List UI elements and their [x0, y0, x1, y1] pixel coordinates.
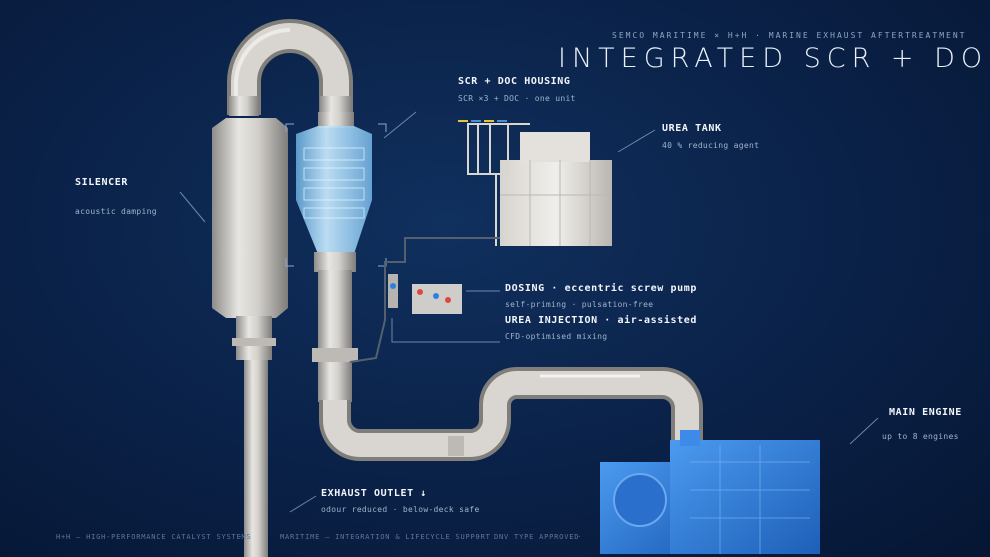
- injection-sub: CFD-optimised mixing: [505, 332, 608, 341]
- footer-item-2: MARITIME — INTEGRATION & LIFECYCLE SUPPO…: [280, 533, 491, 541]
- scr-housing: [285, 112, 387, 402]
- color-bar-1: [458, 120, 468, 122]
- footer-item-3: DNV TYPE APPROVED: [494, 533, 580, 541]
- color-bar-4: [497, 120, 507, 122]
- top-bend-pipe: [227, 19, 353, 118]
- urea-tank-label: UREA TANK: [662, 123, 722, 134]
- color-bar-3: [484, 120, 494, 122]
- injection-label: UREA INJECTION · air-assisted: [505, 315, 697, 326]
- footer-separator-3: ·: [577, 533, 583, 541]
- urea-tank-sub: 40 % reducing agent: [662, 141, 760, 150]
- dosing-label: DOSING · eccentric screw pump: [505, 283, 697, 294]
- silencer-sub: acoustic damping: [75, 207, 157, 216]
- leader-lines: [179, 111, 879, 513]
- page-title: INTEGRATED SCR + DOC: [558, 43, 990, 74]
- footer-item-1: H+H — HIGH-PERFORMANCE CATALYST SYSTEMS: [56, 533, 252, 541]
- housing-label: SCR + DOC HOUSING: [458, 76, 571, 87]
- footer-separator-2: ·: [476, 533, 482, 541]
- exhaust-outlet-sub: odour reduced · below-deck safe: [321, 505, 480, 514]
- main-engine-sub: up to 8 engines: [882, 432, 959, 441]
- exhaust-outlet-label: EXHAUST OUTLET ↓: [321, 488, 427, 499]
- urea-tank: [467, 123, 612, 246]
- dosing-sub: self-priming · pulsation-free: [505, 300, 654, 309]
- footer-separator-1: ·: [238, 533, 244, 541]
- dosing-unit: [349, 237, 500, 363]
- housing-color-bars: [458, 107, 510, 126]
- silencer-label: SILENCER: [75, 177, 128, 188]
- silencer-unit: [212, 118, 288, 557]
- main-engine-label: MAIN ENGINE: [889, 407, 962, 418]
- header-kicker: SEMCO MARITIME × H+H · MARINE EXHAUST AF…: [612, 31, 967, 40]
- housing-sub: SCR ×3 + DOC · one unit: [458, 94, 576, 103]
- main-engine: [600, 430, 820, 554]
- exhaust-pipe-run: [319, 367, 703, 461]
- color-bar-2: [471, 120, 481, 122]
